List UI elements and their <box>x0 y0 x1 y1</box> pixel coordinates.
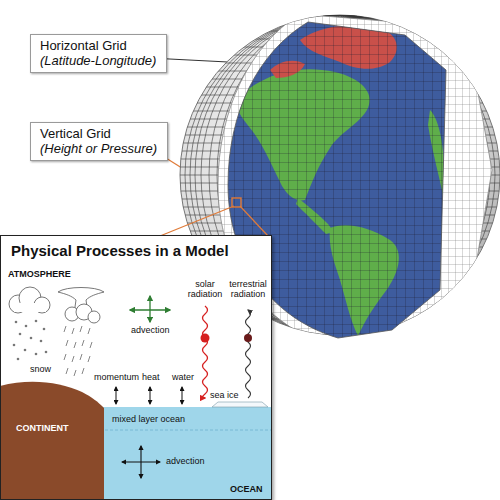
process-label: heat <box>142 373 160 383</box>
box-heading: Physical Processes in a Model <box>11 242 229 259</box>
leader-line <box>160 206 234 236</box>
terrestrial-radiation-dot <box>244 334 252 342</box>
grid-callout-box: Vertical Grid(Height or Pressure) <box>30 122 168 161</box>
box-subheading: (Height or Pressure) <box>40 141 158 156</box>
snow-flakes <box>13 320 48 361</box>
process-label: snow <box>30 365 51 375</box>
box-subheading: (Latitude-Longitude) <box>40 53 157 68</box>
process-label: sea ice <box>210 391 239 401</box>
box-heading: Vertical Grid <box>40 126 158 141</box>
grid-callout-box: Horizontal Grid(Latitude-Longitude) <box>30 34 167 73</box>
exchange-arrow <box>150 387 151 404</box>
continent <box>0 382 104 500</box>
storm-cloud <box>58 288 104 324</box>
exchange-arrow <box>182 387 183 404</box>
terrestrial-radiation-wave <box>246 310 251 398</box>
box-heading: Horizontal Grid <box>40 38 157 53</box>
process-label: water <box>172 373 194 383</box>
solar-radiation-wave <box>203 306 208 398</box>
process-label: momentum <box>94 373 139 383</box>
snow-cloud <box>9 287 50 313</box>
process-label: terrestrial radiation <box>224 280 272 300</box>
rain <box>64 326 92 376</box>
region-label: OCEAN <box>230 485 263 495</box>
process-label: solar radiation <box>185 280 225 300</box>
ocean <box>96 407 271 500</box>
region-label: CONTINENT <box>16 424 69 434</box>
leader-line <box>240 206 268 236</box>
sea-ice <box>212 402 268 407</box>
advection-arrow <box>149 296 150 322</box>
solar-radiation-dot <box>201 334 210 343</box>
advection-arrow <box>140 446 141 478</box>
panel-background <box>0 235 272 500</box>
process-label: advection <box>131 326 170 336</box>
process-label: advection <box>166 457 205 467</box>
region-label: ATMOSPHERE <box>8 270 71 280</box>
exchange-arrow <box>116 387 117 404</box>
layer-label: mixed layer ocean <box>112 415 185 425</box>
mixed-layer-line <box>100 430 271 431</box>
